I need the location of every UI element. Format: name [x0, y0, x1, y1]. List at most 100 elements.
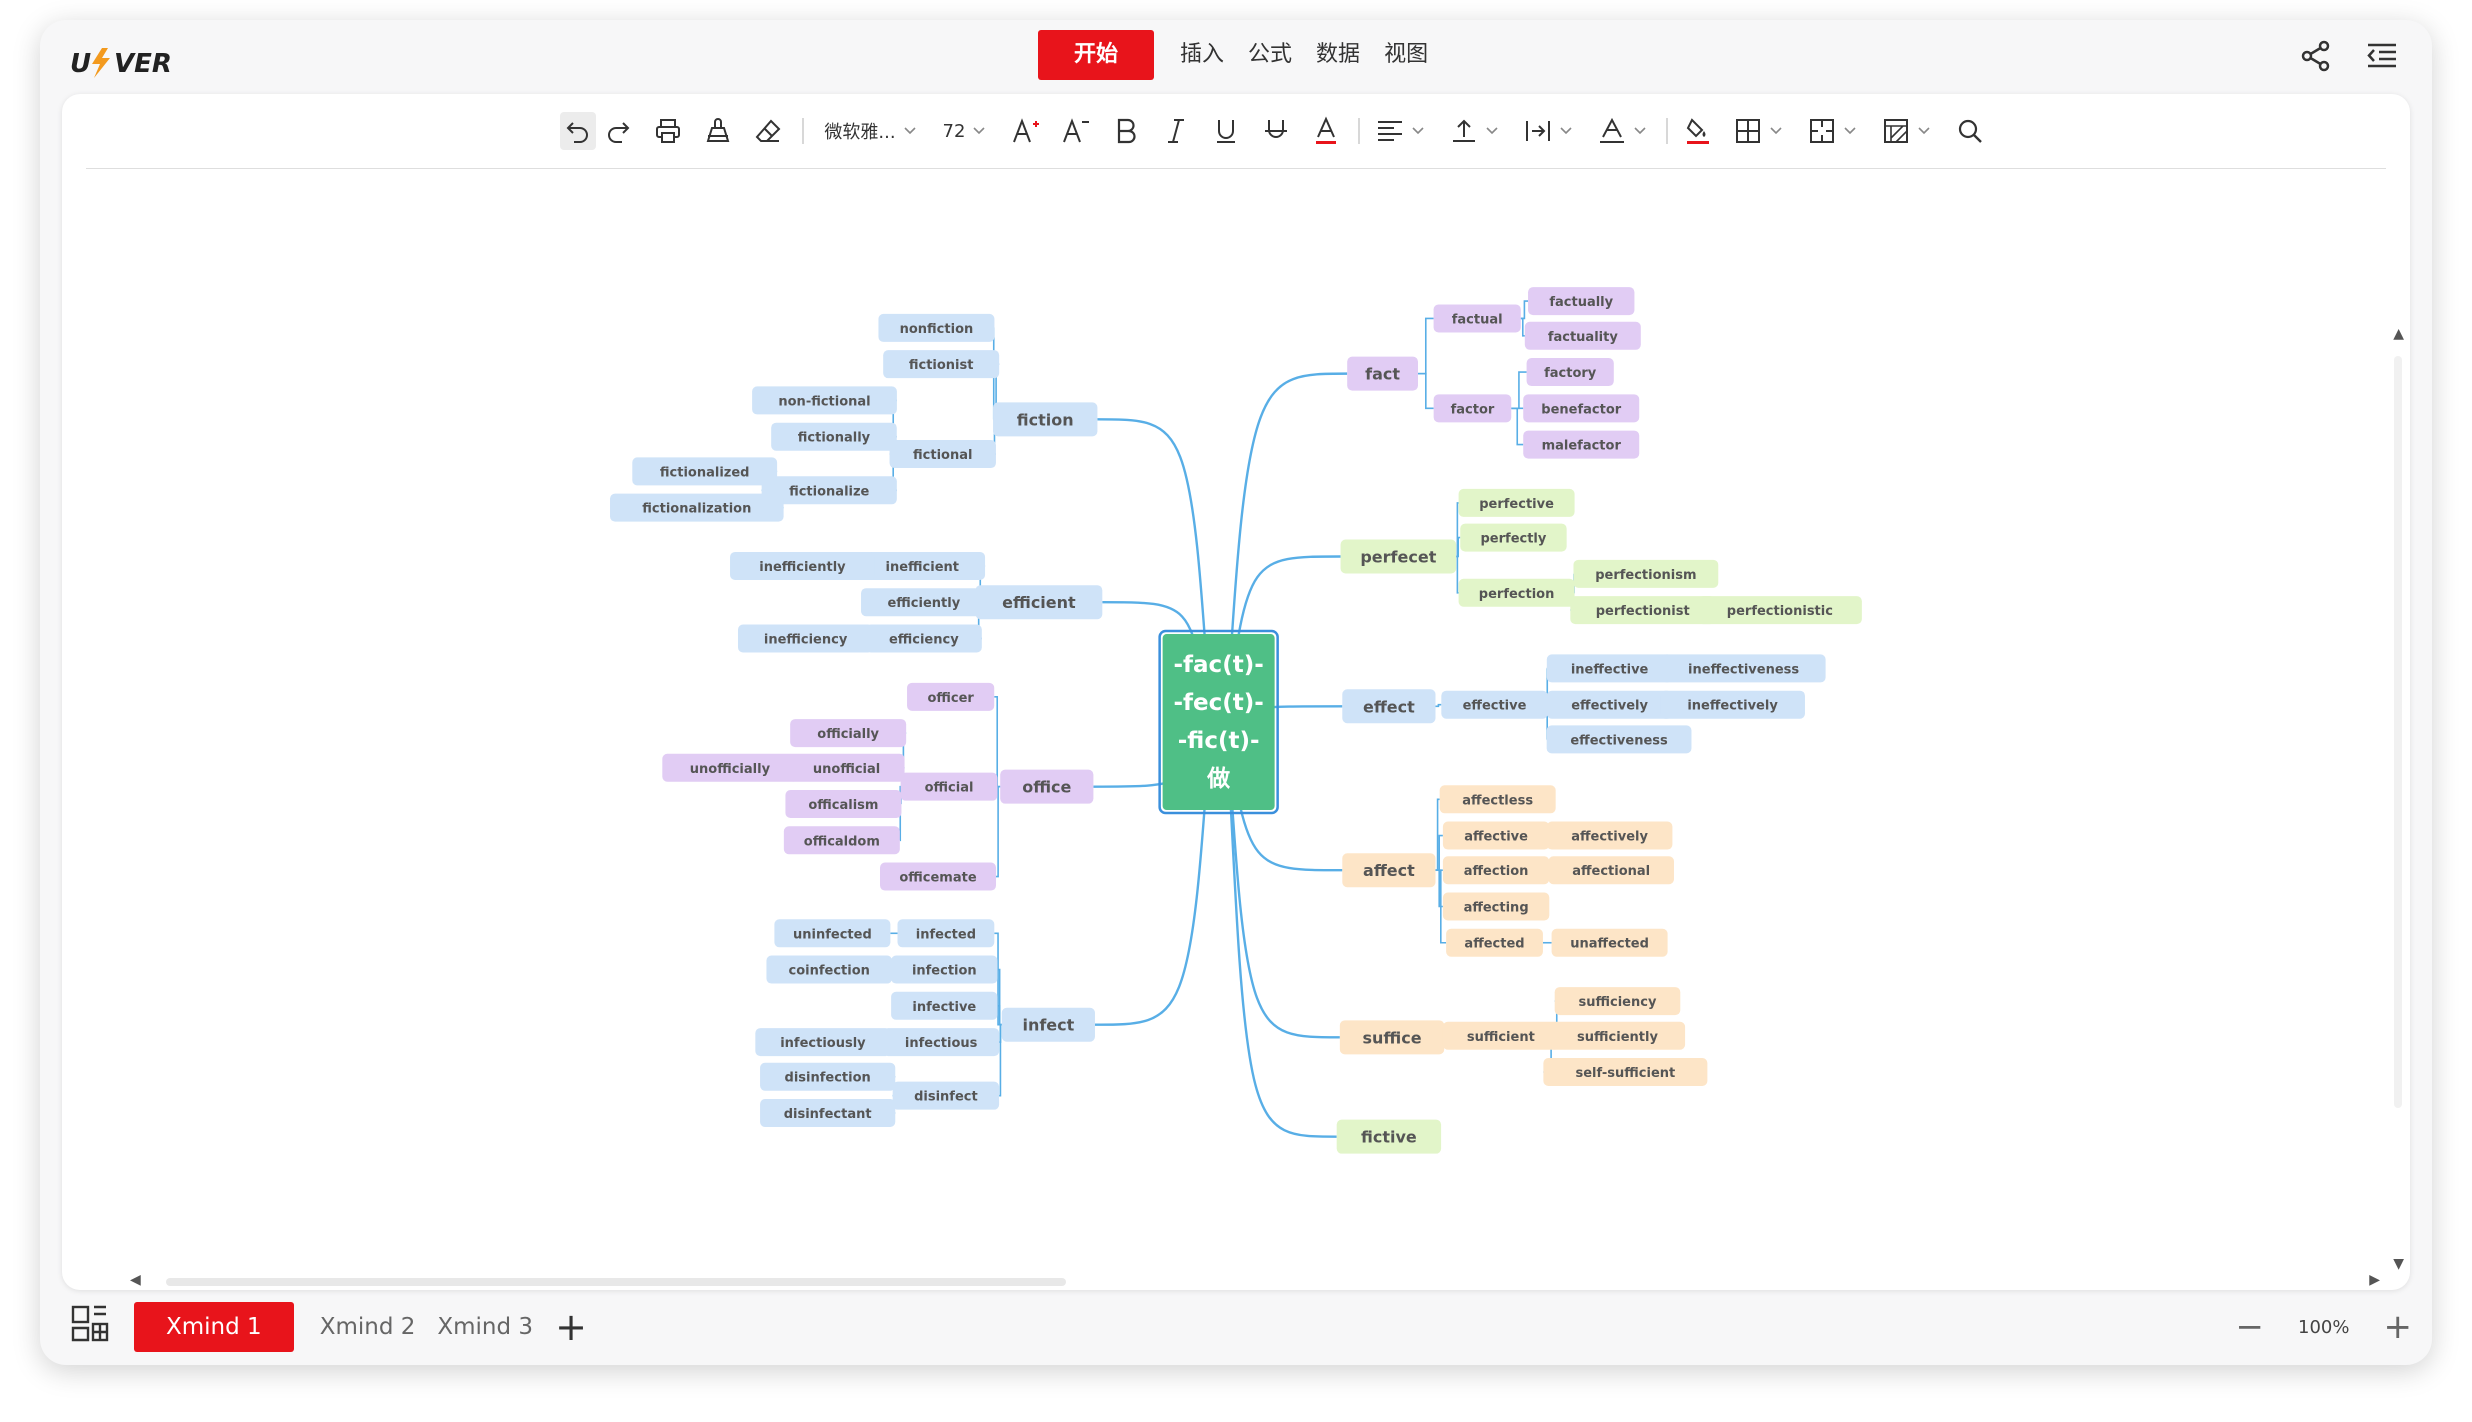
- branch-suffice[interactable]: suffice: [1339, 1020, 1445, 1055]
- topic-sufficient[interactable]: sufficient: [1442, 1021, 1559, 1050]
- topic-ineffectively[interactable]: ineffectively: [1660, 690, 1805, 719]
- topic-perfectionism[interactable]: perfectionism: [1573, 559, 1719, 588]
- share-icon[interactable]: [2296, 36, 2336, 76]
- topic-efficiently[interactable]: efficiently: [861, 588, 987, 617]
- topic-perfectionist[interactable]: perfectionist: [1570, 596, 1716, 625]
- redo-icon[interactable]: [600, 112, 636, 150]
- branch-fiction[interactable]: fiction: [993, 402, 1098, 437]
- topic-affectively[interactable]: affectively: [1546, 821, 1673, 850]
- topic-uninfected[interactable]: uninfected: [774, 919, 891, 948]
- fill-color-icon[interactable]: [1680, 112, 1716, 150]
- menu-item-insert[interactable]: 插入: [1180, 42, 1225, 67]
- topic-effectiveness[interactable]: effectiveness: [1546, 725, 1692, 754]
- sheet-tab-3[interactable]: Xmind 3: [437, 1314, 534, 1340]
- branch-fact[interactable]: fact: [1347, 356, 1418, 391]
- cell-style-select[interactable]: [1878, 112, 1934, 150]
- topic-inefficiently[interactable]: inefficiently: [730, 551, 875, 580]
- sheet-tab-1[interactable]: Xmind 1: [134, 1302, 294, 1352]
- topic-self-sufficient[interactable]: self-sufficient: [1543, 1058, 1708, 1087]
- search-icon[interactable]: [1952, 112, 1988, 150]
- branch-effect[interactable]: effect: [1342, 689, 1436, 724]
- strikethrough-icon[interactable]: [1258, 112, 1294, 150]
- menu-item-data[interactable]: 数据: [1316, 42, 1361, 67]
- print-icon[interactable]: [650, 112, 686, 150]
- merge-cells-select[interactable]: [1804, 112, 1860, 150]
- horizontal-scrollbar[interactable]: [166, 1278, 1066, 1286]
- vertical-scrollbar[interactable]: [2394, 356, 2402, 1108]
- text-style-select[interactable]: [1594, 112, 1650, 150]
- topic-inefficiency[interactable]: inefficiency: [737, 624, 874, 653]
- align-select[interactable]: [1372, 112, 1428, 150]
- topic-officer[interactable]: officer: [907, 682, 995, 711]
- undo-icon[interactable]: [560, 112, 596, 150]
- topic-factually[interactable]: factually: [1528, 287, 1635, 316]
- topic-disinfectant[interactable]: disinfectant: [760, 1099, 896, 1128]
- outline-toggle-icon[interactable]: [2362, 36, 2402, 76]
- branch-efficient[interactable]: efficient: [975, 585, 1103, 620]
- topic-malefactor[interactable]: malefactor: [1523, 430, 1640, 459]
- font-size-select[interactable]: 72: [936, 112, 992, 150]
- topic-ineffective[interactable]: ineffective: [1546, 654, 1673, 683]
- topic-official[interactable]: official: [900, 772, 998, 801]
- scroll-down-arrow-icon[interactable]: ▼: [2393, 1256, 2404, 1272]
- topic-perfectly[interactable]: perfectly: [1460, 523, 1567, 552]
- topic-benefactor[interactable]: benefactor: [1523, 394, 1640, 423]
- topic-perfection[interactable]: perfection: [1458, 578, 1575, 607]
- font-family-select[interactable]: 微软雅...: [816, 112, 924, 150]
- menu-item-start[interactable]: 开始: [1038, 30, 1155, 80]
- topic-effectively[interactable]: effectively: [1546, 690, 1673, 719]
- topic-sufficiency[interactable]: sufficiency: [1554, 987, 1681, 1016]
- zoom-in-button[interactable]: +: [2383, 1307, 2413, 1347]
- branch-infect[interactable]: infect: [1001, 1007, 1095, 1042]
- topic-non-fictional[interactable]: non-fictional: [752, 386, 897, 415]
- topic-fictionalize[interactable]: fictionalize: [761, 476, 897, 505]
- topic-affected[interactable]: affected: [1446, 928, 1543, 957]
- topic-perfectionistic[interactable]: perfectionistic: [1697, 596, 1862, 625]
- zoom-out-button[interactable]: −: [2235, 1307, 2265, 1347]
- topic-fictionalization[interactable]: fictionalization: [610, 493, 784, 522]
- topic-affecting[interactable]: affecting: [1442, 892, 1550, 921]
- font-color-icon[interactable]: [1308, 112, 1344, 150]
- italic-icon[interactable]: [1158, 112, 1194, 150]
- root-topic[interactable]: -fac(t)--fec(t)--fic(t)-做: [1158, 629, 1279, 815]
- topic-factor[interactable]: factor: [1433, 394, 1512, 423]
- topic-factual[interactable]: factual: [1433, 304, 1521, 333]
- format-painter-icon[interactable]: [700, 112, 736, 150]
- topic-inefficient[interactable]: inefficient: [859, 551, 986, 580]
- topic-officially[interactable]: officially: [790, 719, 907, 748]
- increase-font-icon[interactable]: [1008, 112, 1044, 150]
- topic-nonfiction[interactable]: nonfiction: [878, 313, 995, 342]
- topic-infectiously[interactable]: infectiously: [755, 1028, 891, 1057]
- menu-item-view[interactable]: 视图: [1384, 42, 1429, 67]
- topic-effective[interactable]: effective: [1441, 690, 1548, 719]
- topic-factory[interactable]: factory: [1526, 358, 1614, 387]
- topic-factuality[interactable]: factuality: [1524, 321, 1641, 350]
- topic-unofficial[interactable]: unofficial: [788, 753, 905, 782]
- underline-icon[interactable]: [1208, 112, 1244, 150]
- branch-perfecet[interactable]: perfecet: [1340, 539, 1457, 574]
- topic-ineffectiveness[interactable]: ineffectiveness: [1661, 654, 1826, 683]
- mindmap-canvas[interactable]: -fac(t)--fec(t)--fic(t)-做factfactualfact…: [62, 94, 2410, 1290]
- topic-fictionalized[interactable]: fictionalized: [632, 457, 778, 486]
- topic-officaldom[interactable]: officaldom: [783, 826, 900, 855]
- topic-disinfection[interactable]: disinfection: [760, 1062, 896, 1091]
- eraser-icon[interactable]: [750, 112, 786, 150]
- topic-infectious[interactable]: infectious: [883, 1028, 1000, 1057]
- topic-coinfection[interactable]: coinfection: [766, 955, 893, 984]
- bold-icon[interactable]: [1108, 112, 1144, 150]
- topic-efficiency[interactable]: efficiency: [865, 624, 982, 653]
- topic-officalism[interactable]: officalism: [785, 790, 902, 819]
- topic-unaffected[interactable]: unaffected: [1551, 928, 1668, 957]
- add-sheet-button[interactable]: +: [555, 1305, 587, 1349]
- topic-affection[interactable]: affection: [1442, 856, 1550, 885]
- topic-officemate[interactable]: officemate: [880, 862, 997, 891]
- decrease-font-icon[interactable]: [1058, 112, 1094, 150]
- topic-infected[interactable]: infected: [897, 919, 995, 948]
- topic-fictionally[interactable]: fictionally: [771, 422, 897, 451]
- scroll-up-arrow-icon[interactable]: ▲: [2393, 326, 2404, 342]
- branch-fictive[interactable]: fictive: [1336, 1119, 1442, 1154]
- topic-infection[interactable]: infection: [891, 955, 998, 984]
- app-logo[interactable]: U VER: [68, 42, 208, 86]
- topic-affectional[interactable]: affectional: [1548, 856, 1674, 885]
- sheet-tab-2[interactable]: Xmind 2: [319, 1314, 416, 1340]
